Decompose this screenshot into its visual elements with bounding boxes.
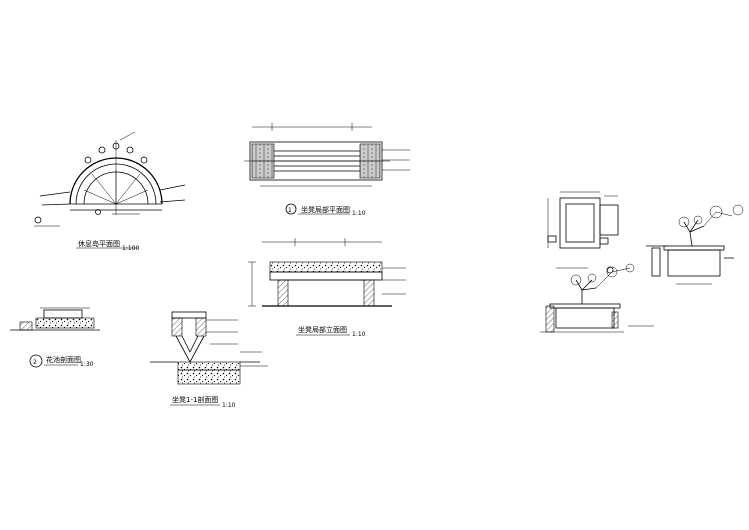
planter-section-number: 2 xyxy=(33,359,37,366)
tree-pit-plan xyxy=(547,191,619,274)
plan-scale: 1:100 xyxy=(122,245,139,252)
bench-section: 坐凳1-1剖面图 1:10 xyxy=(150,311,268,409)
bench-section-title: 坐凳1-1剖面图 xyxy=(172,395,218,404)
bench-elevation: 坐凳局部立面图 1:10 xyxy=(248,238,406,338)
bench-plan: 1 坐凳局部平面图 1:10 xyxy=(244,123,410,217)
rest-island-plan: 休息岛平面图 1:100 xyxy=(34,131,186,252)
bench-section-scale: 1:10 xyxy=(222,402,236,409)
tree-planter-elevation xyxy=(646,204,744,285)
bench-plan-scale: 1:10 xyxy=(352,210,366,217)
bench-elev-scale: 1:10 xyxy=(352,331,366,338)
planter-section-scale: 1:30 xyxy=(80,361,94,368)
planter-section: 2 花池剖面图 1:30 xyxy=(10,307,100,368)
bench-elev-title: 坐凳局部立面图 xyxy=(298,325,347,334)
bench-plan-number: 1 xyxy=(288,207,292,214)
planter-section-title: 花池剖面图 xyxy=(46,355,81,364)
bench-plan-title: 坐凳局部平面图 xyxy=(301,205,350,214)
plan-title: 休息岛平面图 xyxy=(78,239,120,248)
tree-planter-section xyxy=(540,263,654,333)
